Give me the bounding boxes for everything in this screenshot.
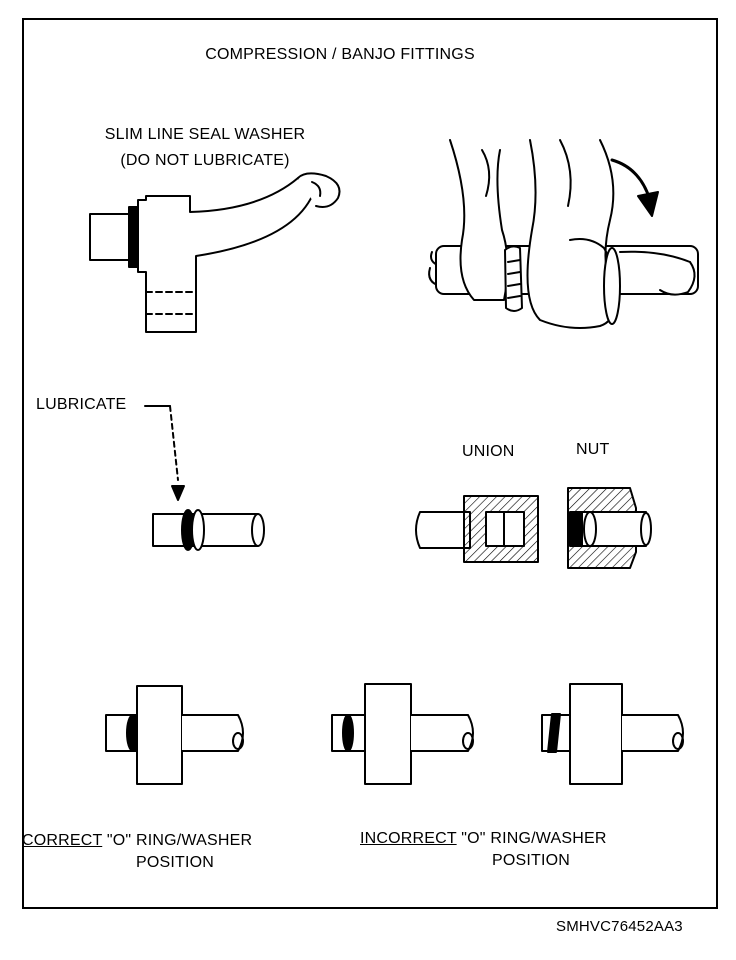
wrench-jaw-right	[526, 139, 615, 329]
union-tube	[415, 511, 471, 549]
correct-keyword: CORRECT	[22, 832, 103, 849]
incorrect-position-illustration-1	[331, 683, 474, 785]
nut-o-ring	[569, 511, 583, 547]
banjo-bolt-tip	[89, 213, 133, 261]
correct-caption: CORRECT "O" RING/WASHER	[22, 832, 252, 850]
arrow-head	[637, 191, 659, 217]
correct-caption-line2: POSITION	[135, 854, 215, 871]
wrench-jaw-left	[449, 139, 509, 301]
incorrect-caption: INCORRECT "O" RING/WASHER	[360, 830, 607, 848]
correct-caption-rest: "O" RING/WASHER	[106, 832, 253, 849]
incorrect-caption-rest: "O" RING/WASHER	[461, 830, 607, 847]
lubricate-tube	[152, 513, 263, 547]
do-not-lubricate-note: (DO NOT LUBRICATE)	[120, 152, 290, 169]
seal-washer	[128, 206, 139, 268]
banjo-body	[137, 177, 317, 333]
banjo-tube-end	[297, 172, 341, 208]
nut-face	[603, 247, 621, 325]
union-label: UNION	[462, 443, 515, 460]
fitting-block	[569, 683, 623, 785]
lubricate-label: LUBRICATE	[36, 396, 127, 413]
page-title: COMPRESSION / BANJO FITTINGS	[205, 46, 475, 63]
banjo-fitting	[89, 172, 341, 333]
leader-arrowhead	[171, 485, 185, 501]
wrench-illustration	[428, 139, 699, 329]
correct-position-illustration	[105, 685, 244, 785]
o-ring	[342, 714, 354, 752]
incorrect-caption-line2: POSITION	[491, 852, 571, 869]
o-ring-tilted	[547, 713, 561, 753]
diagram-frame	[22, 18, 718, 909]
fitting-block	[136, 685, 183, 785]
nut-label: NUT	[576, 441, 610, 458]
union-nut-section	[415, 487, 652, 569]
incorrect-keyword: INCORRECT	[360, 830, 457, 847]
nut-threads	[504, 245, 523, 312]
incorrect-position-illustration-2	[541, 683, 684, 785]
fitting-block	[364, 683, 412, 785]
lubricate-illustration	[144, 405, 265, 551]
leader-line	[169, 405, 179, 481]
figure-code: SMHVC76452AA3	[556, 918, 683, 935]
seal-washer-label: SLIM LINE SEAL WASHER	[104, 126, 306, 143]
